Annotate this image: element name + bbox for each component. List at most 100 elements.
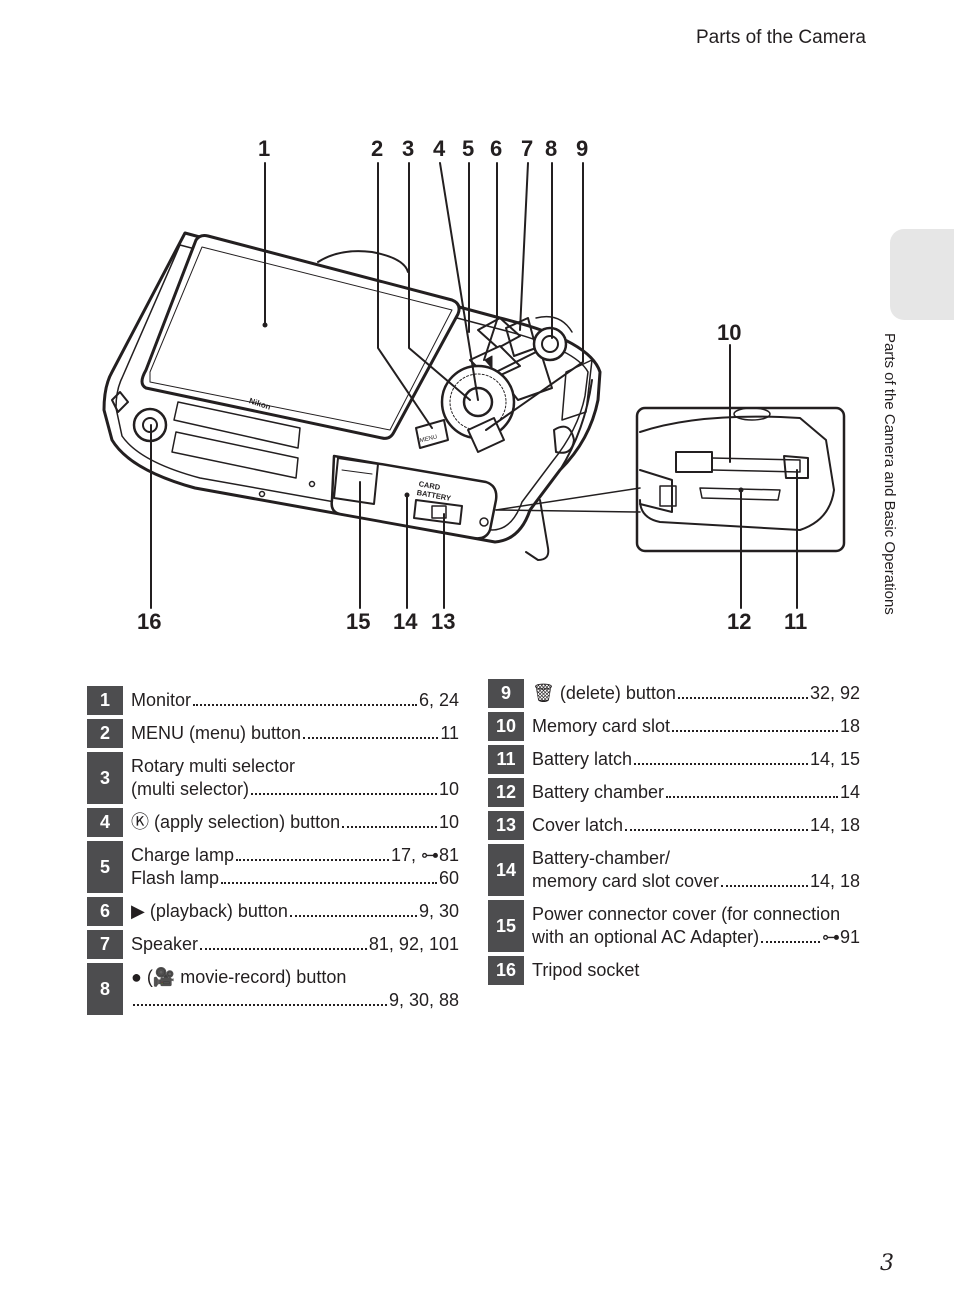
part-entry: Speaker 81, 92, 101 [131,933,459,956]
part-label: Tripod socket [532,960,640,980]
part-label: Ⓚ (apply selection) button [131,812,341,832]
callout-13: 13 [431,609,455,634]
callout-16: 16 [137,609,161,634]
camera-diagram: Nikon MENU CARD BATTERY 1 2 3 4 5 6 7 8 … [102,136,846,634]
dot-leader [625,829,808,831]
delete-button-shape [467,417,505,453]
part-number: 9 [488,679,524,708]
dot-leader [721,885,808,887]
callout-3: 3 [402,136,414,161]
part-number: 1 [87,686,123,715]
callout-15: 15 [346,609,370,634]
dot-leader [634,763,808,765]
dot-leader [342,826,437,828]
part-page-refs: 14, 18 [809,815,860,835]
part-entry: 9, 30, 88 [131,989,459,1012]
camera-grip-top [317,250,409,273]
callout-1: 1 [258,136,270,161]
dot-leader [666,796,838,798]
monitor-frame [140,234,461,440]
callout-11: 11 [784,609,807,634]
part-label: Battery-chamber/ [532,848,671,868]
section-side-tab [890,229,954,320]
part-description: ▶ (playback) button 9, 30 [123,897,459,926]
part-label: Power connector cover (for connection [532,904,841,924]
part-label: Rotary multi selector [131,756,296,776]
parts-row: 1 Monitor 6, 24 [87,686,459,715]
callout-9: 9 [576,136,588,161]
part-number: 5 [87,841,123,893]
callout-6: 6 [490,136,502,161]
part-page-refs: 10 [438,779,459,799]
callout-12: 12 [727,609,751,634]
part-label: Battery chamber [532,782,665,802]
page-header-title: Parts of the Camera [695,27,866,48]
part-number: 13 [488,811,524,840]
callout-8: 8 [545,136,557,161]
part-description: Battery chamber 14 [524,778,860,807]
dot-leader [672,730,838,732]
part-label: ▶ (playback) button [131,901,288,921]
dot-leader [221,882,437,884]
dot-leader [677,697,808,699]
dot-leader [236,859,389,861]
part-entry: Battery chamber 14 [532,781,860,804]
part-description: Rotary multi selector (multi selector) 10 [123,752,459,804]
part-entry: (multi selector) 10 [131,778,459,801]
dot-leader [251,793,437,795]
menu-button-shape [415,419,449,449]
part-label: Monitor [131,690,192,710]
part-page-refs: 6, 24 [418,690,459,710]
part-page-refs: 14 [839,782,860,802]
part-label: Charge lamp [131,845,235,865]
part-label: (multi selector) [131,779,250,799]
part-description: Monitor 6, 24 [123,686,459,715]
menu-button-label: MENU [419,434,438,444]
page-number: 3 [880,1251,894,1276]
part-label: Speaker [131,934,199,954]
part-number: 7 [87,930,123,959]
callout-4: 4 [433,136,446,161]
callout-5: 5 [462,136,474,161]
battery-chamber-shape [699,487,781,501]
part-number: 16 [488,956,524,985]
callout-10: 10 [717,320,741,345]
part-label: Flash lamp [131,868,220,888]
part-description: Tripod socket [524,956,860,985]
part-label: 🗑 (delete) button [532,683,676,703]
part-page-refs: 9, 30 [418,901,459,921]
callout-14: 14 [393,609,418,634]
callout-7: 7 [521,136,533,161]
part-description: Speaker 81, 92, 101 [123,930,459,959]
part-number: 15 [488,900,524,952]
part-number: 8 [87,963,123,1015]
part-page-refs: 81, 92, 101 [368,934,459,954]
part-entry: with an optional AC Adapter)⊶91 [532,926,860,949]
dot-leader [289,915,417,917]
part-page-refs: 9, 30, 88 [388,990,459,1010]
